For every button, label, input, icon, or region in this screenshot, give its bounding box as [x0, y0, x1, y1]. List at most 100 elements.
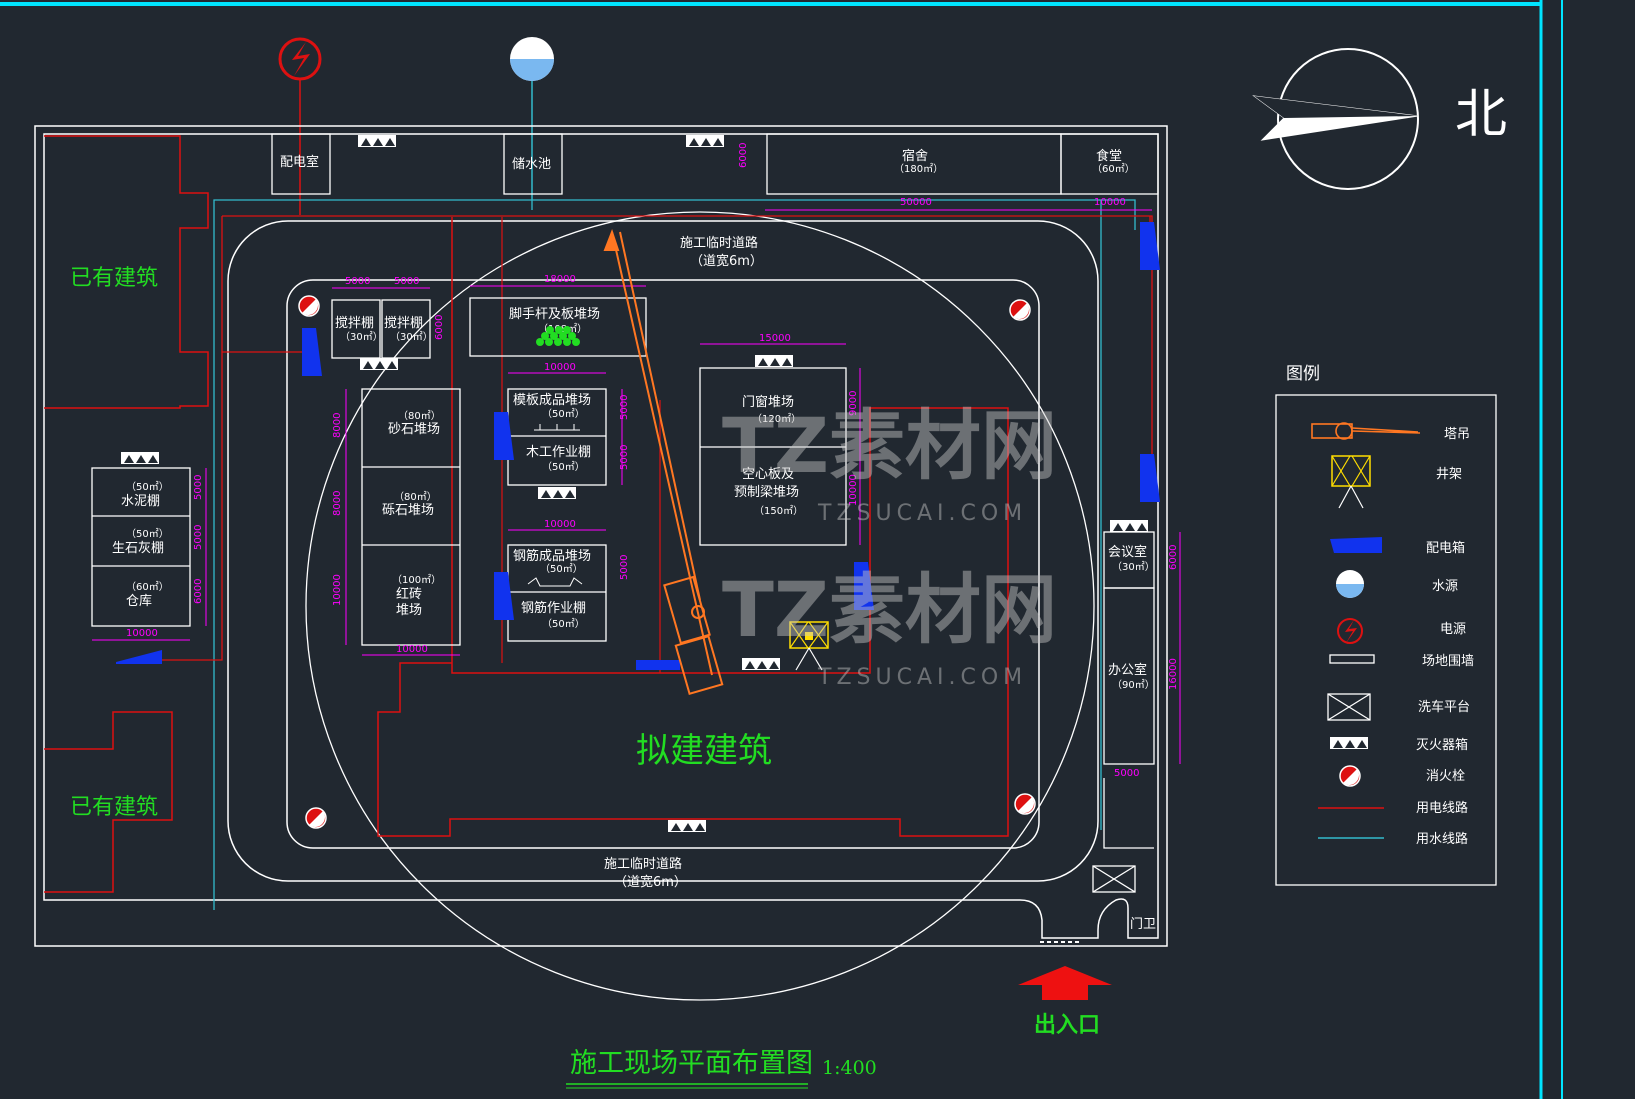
legend-title: 图例 [1286, 364, 1320, 384]
legend-label-extinguisher-box: 灭火器箱 [1416, 737, 1468, 753]
extinguisher-box-icon [1110, 520, 1148, 532]
rebar-shed-area: （50㎡） [542, 618, 585, 630]
dim-rebar: 10000 [544, 519, 576, 530]
formwork-area: （50㎡） [542, 408, 585, 420]
legend-label-car-wash: 洗车平台 [1418, 699, 1470, 715]
derrick-icon [789, 621, 829, 671]
carpentry-label: 木工作业棚 [526, 445, 591, 460]
watermark-sub-2: TZSUCAI.COM [817, 665, 1027, 690]
power-line [160, 215, 1153, 661]
distribution-box-icon [636, 660, 680, 670]
entrance-label: 出入口 [1034, 1013, 1100, 1038]
door-slab-yards [699, 367, 847, 546]
extinguisher-box-icon [358, 135, 396, 147]
cement-label: 水泥棚 [121, 494, 160, 509]
gravel-area: （80㎡） [394, 491, 437, 503]
canteen-label: 食堂 [1096, 148, 1122, 164]
dim-slab-h: 10000 [848, 474, 859, 506]
brick-label-1: 红砖 [396, 586, 422, 602]
slab-label-1: 空心板及 [742, 467, 794, 482]
fire-hydrant-icon [305, 807, 327, 829]
mixer-shed-2 [381, 299, 431, 359]
water-line [213, 199, 1136, 910]
entrance-arrow-icon [1018, 966, 1112, 1000]
crane-radius-circle [305, 211, 1095, 1001]
extinguisher-box-icon [755, 355, 793, 367]
brick-area: （100㎡） [392, 574, 441, 586]
fire-hydrant-icon [1009, 299, 1031, 321]
legend-fire-hydrant-icon [1339, 765, 1361, 787]
mixer-area-1: （30㎡） [340, 331, 383, 343]
mixer-label-2: 搅拌棚 [384, 315, 423, 331]
dim-door: 15000 [759, 333, 791, 344]
distribution-box-icon [302, 328, 322, 376]
office [1103, 587, 1155, 765]
office-label: 办公室 [1108, 662, 1147, 678]
slab-area: （150㎡） [754, 505, 803, 517]
existing-building-label-bottom: 已有建筑 [70, 795, 158, 820]
lime-area: （50㎡） [126, 528, 169, 540]
road-inner [286, 279, 1040, 849]
sand-label: 砂石堆场 [388, 422, 440, 437]
mixer-label-1: 搅拌棚 [335, 315, 374, 331]
dim-formwork-h2: 5000 [619, 445, 630, 470]
scaffold-pipes-icon [536, 326, 580, 346]
watermark-main-1: TZ素材网 [722, 401, 1057, 490]
rebar-symbol [527, 577, 583, 587]
fire-hydrant-icon [1014, 793, 1036, 815]
rebar-yard-area: （50㎡） [540, 563, 583, 575]
guard-label: 门卫 [1130, 917, 1156, 932]
dim-yards-w: 10000 [396, 644, 428, 655]
legend-label-distribution-box: 配电箱 [1426, 540, 1465, 556]
dim-left-width: 10000 [126, 628, 158, 639]
legend-label-site-wall: 场地围墙 [1422, 654, 1474, 669]
warehouse-area: （60㎡） [126, 581, 169, 593]
brick-label-2: 堆场 [396, 603, 422, 618]
site-wall-outer [34, 125, 1168, 947]
dorm-label: 宿舍 [902, 148, 928, 164]
extinguisher-box-icon [742, 658, 780, 670]
distribution-box-icon [494, 412, 514, 460]
dim-50000: 50000 [900, 197, 932, 208]
legend-label-power-line: 用电线路 [1416, 800, 1468, 816]
formwork-symbol [534, 424, 580, 431]
legend-distribution-box-icon [1330, 537, 1382, 553]
legend-label-fire-hydrant: 消火栓 [1426, 769, 1465, 784]
meeting-area: （30㎡） [1112, 561, 1155, 573]
material-yards [361, 388, 461, 646]
office-area: （90㎡） [1112, 679, 1155, 691]
watermark-sub-1: TZSUCAI.COM [817, 501, 1027, 526]
drawing-scale: 1:400 [822, 1057, 877, 1079]
right-road-edge [1103, 778, 1154, 849]
power-room-label: 配电室 [280, 154, 319, 170]
road-label-bottom: 施工临时道路 [604, 856, 682, 872]
dim-6000-top: 6000 [738, 143, 749, 168]
extinguisher-box-icon [360, 358, 398, 370]
water-source-icon [510, 37, 554, 81]
dim-meeting: 6000 [1168, 545, 1179, 570]
dim-mixer-1: 5000 [345, 276, 370, 287]
watermark: TZ素材网 TZSUCAI.COM TZ素材网 TZSUCAI.COM [722, 401, 1057, 690]
distribution-box-icon [494, 572, 514, 620]
car-wash-icon [1092, 865, 1136, 893]
dim-door-h: 9000 [848, 391, 859, 416]
dim-mixer-h: 6000 [434, 315, 445, 340]
left-sheds [91, 467, 191, 627]
scaffold-yard [469, 297, 647, 357]
dim-formwork: 10000 [544, 362, 576, 373]
canteen-area: （60㎡） [1092, 163, 1135, 175]
fire-hydrant-icon [298, 295, 320, 317]
dim-gravel: 8000 [332, 491, 343, 516]
legend-label-water-source: 水源 [1432, 579, 1458, 594]
extinguisher-box-icon [538, 487, 576, 499]
mixer-shed-1 [331, 299, 381, 359]
dim-brick: 10000 [332, 574, 343, 606]
scaffold-label: 脚手杆及板堆场 [509, 306, 600, 322]
road-width-bottom: （道宽6m） [614, 874, 687, 890]
power-room [271, 133, 331, 195]
slab-label-2: 预制梁堆场 [734, 485, 799, 500]
lime-label: 生石灰棚 [112, 541, 164, 556]
road-width-top: （道宽6m） [690, 253, 763, 269]
north-arrow-icon [1252, 48, 1419, 190]
